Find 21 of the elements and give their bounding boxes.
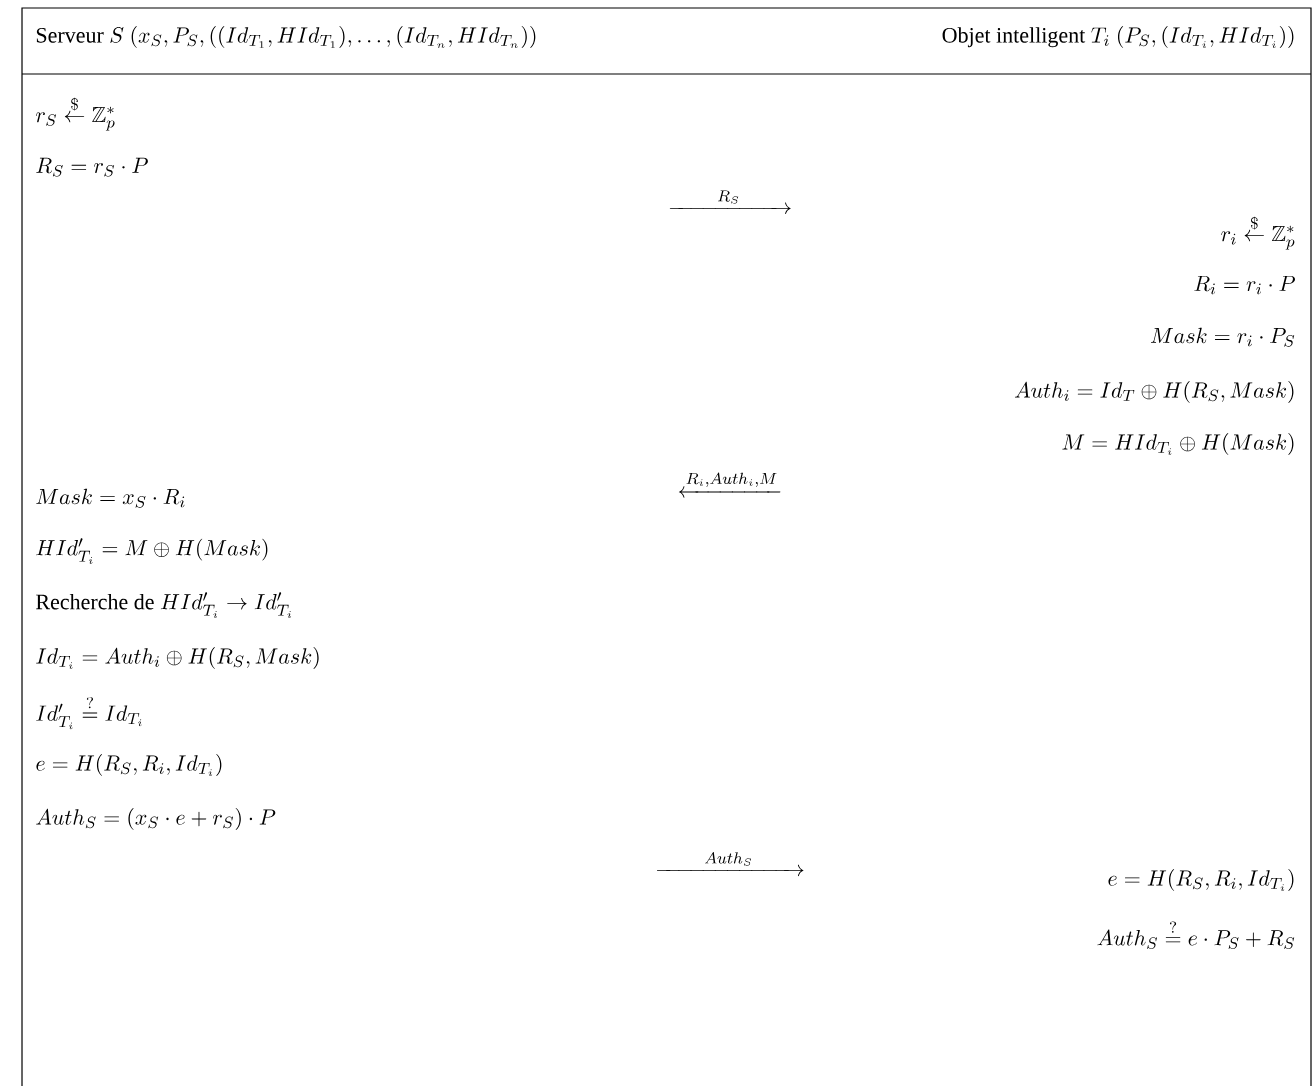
formula: $e = H(R_S, R_i, Id_{T_i})$ [1108, 869, 1294, 891]
message-arrow: $\xrightarrow{\qquad Auth_S \qquad}$ [656, 852, 804, 877]
message-arrow: $\xrightarrow{\qquad R_S \qquad}$ [669, 190, 791, 215]
formula: $Id_{T_i} = Auth_i \oplus H(R_S, Mask)$ [36, 647, 319, 669]
formula: $R_i = r_i \cdot P$ [1194, 275, 1295, 295]
formula: $\text{Recherche de } HId'_{T_i} \rightarrow Id'_{T_i}$ [36, 592, 292, 618]
formula: $Auth_i = Id_T \oplus H(R_S, Mask)$ [1014, 381, 1294, 403]
formula: $R_S = r_S \cdot P$ [36, 157, 148, 177]
formula: $Auth_S \stackrel{?}{=} e \cdot P_S + R_S$ [1097, 921, 1295, 949]
formula: $Auth_S = (x_S \cdot e + r_S) \cdot P$ [36, 808, 276, 830]
formula: $Id'_{T_i} \stackrel{?}{=} Id_{T_i}$ [36, 696, 142, 730]
formula: $Mask = r_i \cdot P_S$ [1150, 327, 1295, 347]
formula: $Mask = x_S \cdot R_i$ [36, 488, 185, 508]
formula: $M = HId_{T_i} \oplus H(Mask)$ [1062, 433, 1294, 455]
formula: $r_i \stackrel{\$}{\leftarrow} \mathbb{Z}_p^*$ [1221, 216, 1295, 250]
formula: $e = H(R_S, R_i, Id_{T_i})$ [36, 754, 222, 776]
header-text: $\text{Objet intelligent } T_i\ (P_S, (Id_{T_i}, HId_{T_i}))$ [942, 26, 1294, 48]
formula: $HId'_{T_i} = M \oplus H(Mask)$ [36, 538, 268, 564]
header-text: $\text{Serveur } S\ (x_S, P_S, ((Id_{T_1}, HId_{T_1}), \ldots, (Id_{T_n}, HId_{T_n}))$ [36, 26, 536, 48]
message-arrow: $\xleftarrow{R_i, Auth_i, M}$ [678, 472, 781, 498]
formula: $r_S \stackrel{\$}{\leftarrow} \mathbb{Z}_p^*$ [36, 97, 115, 131]
